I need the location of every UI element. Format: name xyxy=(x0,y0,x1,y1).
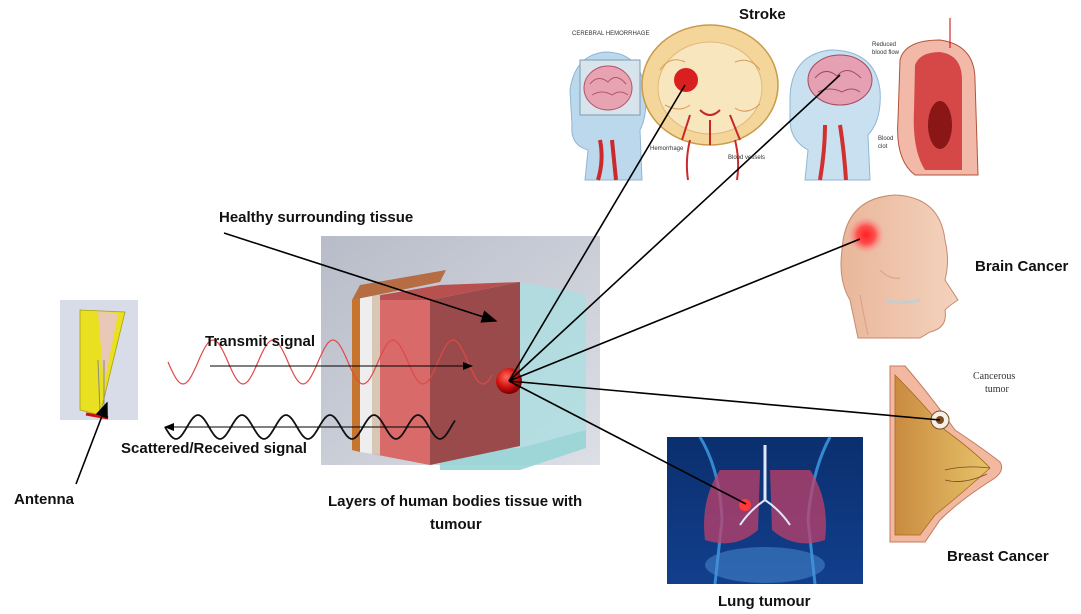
lung-tumour-illustration xyxy=(667,437,863,584)
lung-tumour-label: Lung tumour xyxy=(718,593,810,610)
cerebral-hemorrhage-text: CEREBRAL HEMORRHAGE xyxy=(572,31,649,37)
tissue-layers-block xyxy=(321,236,600,470)
antenna-illustration xyxy=(60,300,138,420)
stroke-illustration xyxy=(565,18,980,182)
healthy-tissue-label: Healthy surrounding tissue xyxy=(219,209,413,226)
stroke-label: Stroke xyxy=(739,6,786,23)
breast-cancer-label: Breast Cancer xyxy=(947,548,1049,565)
hemorrhage-text: Hemorrhage xyxy=(650,146,683,152)
blood-vessels-text: Blood vessels xyxy=(728,155,765,161)
reduced-blood-flow-text-2: blood flow xyxy=(872,50,899,56)
cancerous-tumor-text-2: tumor xyxy=(985,384,1009,395)
antenna-label: Antenna xyxy=(14,491,74,508)
brain-cancer-label: Brain Cancer xyxy=(975,258,1068,275)
scattered-signal-label: Scattered/Received signal xyxy=(121,440,307,457)
cancerous-tumor-text-1: Cancerous xyxy=(973,371,1015,382)
transmit-signal-label: Transmit signal xyxy=(205,333,315,350)
layers-label-line2: tumour xyxy=(430,516,482,533)
brain-cancer-illustration xyxy=(841,195,958,338)
layers-label-line1: Layers of human bodies tissue with xyxy=(328,493,582,510)
reduced-blood-flow-text-1: Reduced xyxy=(872,42,896,48)
blood-clot-text-1: Blood xyxy=(878,136,893,142)
blood-clot-text-2: clot xyxy=(878,144,887,150)
